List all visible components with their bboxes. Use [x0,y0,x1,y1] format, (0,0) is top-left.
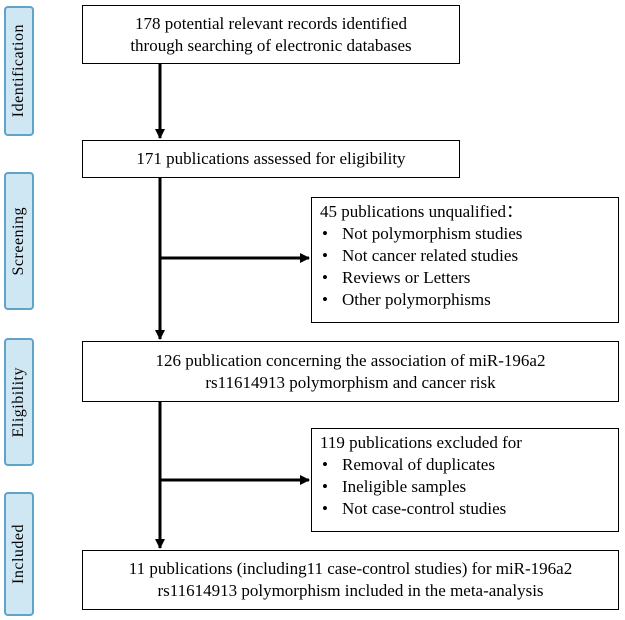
stage-screening: Screening [4,172,34,310]
included-publications-line1: 11 publications (including11 case-contro… [128,559,573,578]
unqualified-item: Not cancer related studies [320,245,610,267]
unqualified-publications-box: 45 publications unqualified： Not polymor… [311,197,619,323]
identified-records-box: 178 potential relevant records identifie… [82,5,460,64]
stage-identification: Identification [4,6,34,136]
unqualified-title: 45 publications unqualified： [320,202,524,221]
unqualified-item: Not polymorphism studies [320,223,610,245]
excluded-list: Removal of duplicates Ineligible samples… [320,454,610,520]
included-publications-line2: rs11614913 polymorphism included in the … [157,581,544,600]
eligible-publications-line2: rs11614913 polymorphism and cancer risk [205,372,496,392]
eligible-publications-line1: 126 publication concerning the associati… [155,350,546,370]
unqualified-list: Not polymorphism studies Not cancer rela… [320,223,610,311]
included-publications-box: 11 publications (including11 case-contro… [82,550,619,610]
stage-included: Included [4,492,34,616]
assessed-publications-text: 171 publications assessed for eligibilit… [136,149,406,168]
excluded-item: Ineligible samples [320,476,610,498]
eligible-publications-box: 126 publication concerning the associati… [82,341,619,402]
excluded-item: Removal of duplicates [320,454,610,476]
unqualified-item: Reviews or Letters [320,267,610,289]
excluded-item: Not case-control studies [320,498,610,520]
excluded-publications-box: 119 publications excluded for Removal of… [311,428,619,532]
unqualified-item: Other polymorphisms [320,289,610,311]
assessed-publications-box: 171 publications assessed for eligibilit… [82,140,460,178]
excluded-title: 119 publications excluded for [320,433,522,452]
stage-eligibility: Eligibility [4,338,34,466]
identified-records-line2: through searching of electronic database… [130,35,412,55]
identified-records-line1: 178 potential relevant records identifie… [135,13,407,33]
